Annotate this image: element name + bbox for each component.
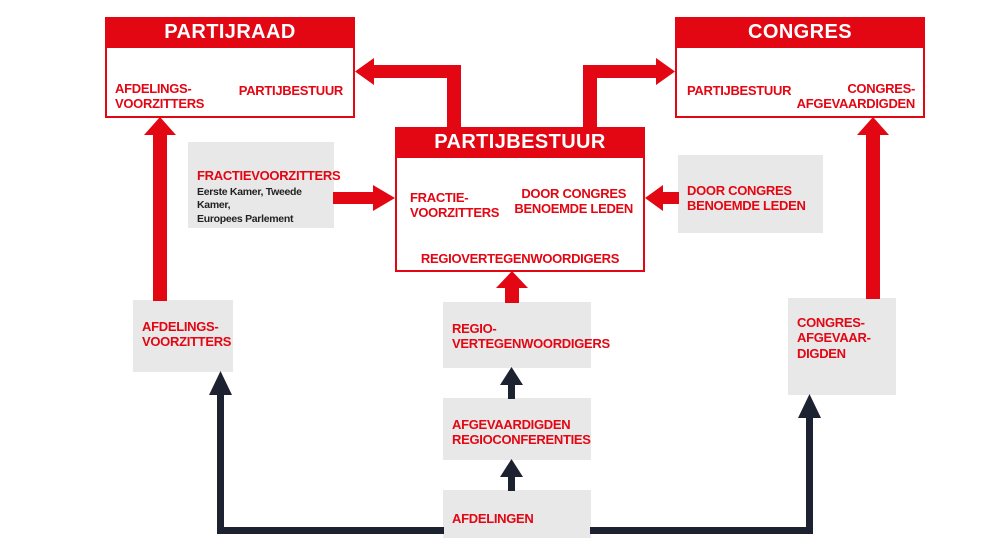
arrow-afdelingen-to-afdelingsvoorzitters-icon bbox=[209, 371, 444, 534]
arrow-congresafgevaardigden-to-congres-icon bbox=[857, 117, 889, 299]
partijbestuur-member-doorcongres: DOOR CONGRES BENOEMDE LEDEN bbox=[514, 186, 633, 217]
arrow-afgevaardigden-to-regiovertegenwoordigers-icon bbox=[500, 367, 523, 399]
partijbestuur-member-regiovertegenwoordigers: REGIOVERTEGENWOORDIGERS bbox=[420, 251, 620, 266]
afdelingsvoorzitters-box: AFDELINGS- VOORZITTERS bbox=[133, 300, 233, 372]
arrow-afdelingen-to-afgevaardigden-icon bbox=[500, 459, 523, 491]
arrow-afdelingsvoorzitters-to-partijraad-icon bbox=[144, 117, 176, 301]
arrow-partijbestuur-to-congres-icon bbox=[583, 58, 675, 128]
partijbestuur-box: PARTIJBESTUUR FRACTIE- VOORZITTERS DOOR … bbox=[395, 127, 645, 272]
congres-member-congresafgevaardigden: CONGRES- AFGEVAARDIGDEN bbox=[796, 81, 916, 112]
arrow-afdelingen-to-congresafgevaardigden-icon bbox=[590, 394, 821, 534]
arrow-regiovertegenwoordigers-to-partijbestuur-icon bbox=[496, 271, 528, 303]
partijbestuur-title: PARTIJBESTUUR bbox=[395, 127, 645, 158]
arrow-doorcongres-to-partijbestuur-icon bbox=[645, 185, 679, 211]
door-congres-benoemde-leden-label: DOOR CONGRES BENOEMDE LEDEN bbox=[687, 183, 806, 214]
arrow-fractievoorzitters-to-partijbestuur-icon bbox=[333, 185, 395, 211]
congres-title: CONGRES bbox=[675, 17, 925, 48]
door-congres-benoemde-leden-box: DOOR CONGRES BENOEMDE LEDEN bbox=[678, 155, 823, 233]
fractievoorzitters-sublabel: Eerste Kamer, Tweede Kamer, Europees Par… bbox=[197, 186, 302, 225]
partijraad-member-partijbestuur: PARTIJBESTUUR bbox=[238, 83, 344, 98]
afdelingen-box: AFDELINGEN bbox=[443, 490, 591, 538]
regiovertegenwoordigers-label: REGIO- VERTEGENWOORDIGERS bbox=[452, 321, 610, 352]
regiovertegenwoordigers-box: REGIO- VERTEGENWOORDIGERS bbox=[443, 302, 610, 368]
partijbestuur-member-fractievoorzitters: FRACTIE- VOORZITTERS bbox=[410, 190, 500, 221]
congres-afgevaardigden-box: CONGRES- AFGEVAAR- DIGDEN bbox=[788, 298, 896, 395]
partijraad-box: PARTIJRAAD AFDELINGS- VOORZITTERS PARTIJ… bbox=[105, 17, 355, 118]
congres-box: CONGRES PARTIJBESTUUR CONGRES- AFGEVAARD… bbox=[675, 17, 925, 118]
fractievoorzitters-box: FRACTIEVOORZITTERS Eerste Kamer, Tweede … bbox=[188, 142, 341, 228]
congres-member-partijbestuur: PARTIJBESTUUR bbox=[687, 83, 792, 98]
arrow-partijbestuur-to-partijraad-icon bbox=[355, 58, 461, 128]
partijraad-member-afdelingsvoorzitters: AFDELINGS- VOORZITTERS bbox=[115, 81, 205, 112]
afgevaardigden-regioconferenties-label: AFGEVAARDIGDEN REGIOCONFERENTIES bbox=[452, 417, 591, 448]
fractievoorzitters-label: FRACTIEVOORZITTERS bbox=[197, 168, 341, 183]
afgevaardigden-regioconferenties-box: AFGEVAARDIGDEN REGIOCONFERENTIES bbox=[443, 398, 591, 460]
afdelingen-label: AFDELINGEN bbox=[452, 511, 534, 526]
afdelingsvoorzitters-label: AFDELINGS- VOORZITTERS bbox=[142, 319, 232, 350]
partijraad-title: PARTIJRAAD bbox=[105, 17, 355, 48]
congres-afgevaardigden-label: CONGRES- AFGEVAAR- DIGDEN bbox=[797, 315, 871, 361]
